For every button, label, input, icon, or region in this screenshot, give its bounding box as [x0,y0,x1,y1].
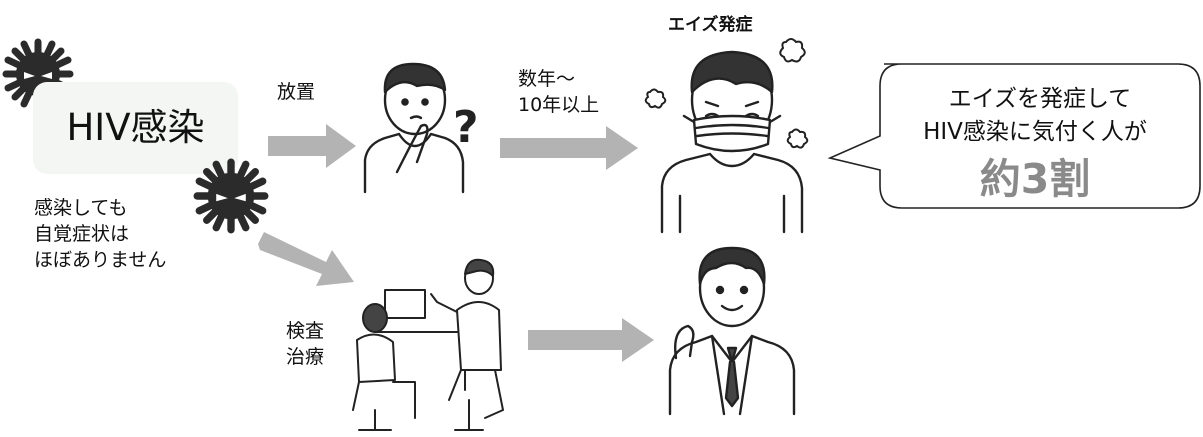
speech-bubble [827,63,1201,209]
bubble-highlight: 約3割 [979,155,1091,203]
infection-note-line: ほぼありません [34,249,167,271]
sick-person-illustration [644,38,809,234]
neglect-label: 放置 [277,81,316,103]
healthy-person-illustration [668,246,796,416]
test-treat-label-line: 検査 [286,320,325,342]
bubble-text-line: HIV感染に気付く人が [923,119,1147,145]
thinking-person-illustration: ? [363,62,479,194]
arrow-right-icon [500,126,638,170]
question-mark-icon: ? [453,102,479,153]
hiv-infection-title: HIV感染 [66,106,205,149]
test-treat-label-line: 治療 [286,346,325,368]
arrow-right-icon [268,124,356,168]
infection-note-line: 感染しても [34,197,128,219]
bubble-text-line: エイズを発症して [948,86,1132,112]
virus-icon [193,158,269,234]
years-label-line: 10年以上 [518,94,600,116]
infection-note-line: 自覚症状は [34,223,130,245]
hiv-infection-box [33,82,238,174]
doctor-consultation-illustration [352,258,504,431]
arrow-right-icon [528,318,654,362]
aids-onset-label: エイズ発症 [668,15,753,35]
years-label-line: 数年〜 [518,68,576,90]
arrow-down-right-icon [258,232,354,286]
